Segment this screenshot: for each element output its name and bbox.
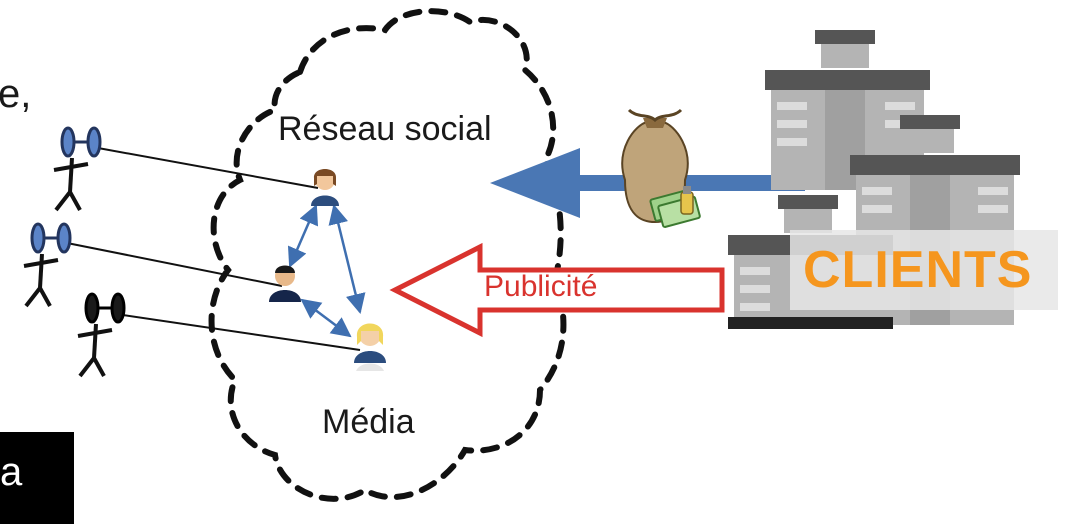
stick-figure-binoculars-icon (23, 222, 72, 308)
stick-figure-binoculars-icon (53, 126, 102, 212)
blonde-woman-avatar-icon (354, 323, 386, 371)
corner-partial-text: a (0, 450, 23, 494)
woman-avatar-icon (311, 169, 339, 206)
money-bag-icon (621, 108, 701, 228)
corner-black-panel (0, 432, 74, 524)
profile-arrow-2 (328, 204, 366, 314)
social-network-label: Réseau social (278, 110, 492, 148)
clients-label: CLIENTS (803, 241, 1033, 299)
clients-label-background (790, 230, 1058, 310)
man-avatar-icon (269, 265, 301, 302)
connection-line-3 (115, 313, 361, 351)
stick-figure-binoculars-icon (77, 292, 126, 378)
connection-line-1 (97, 147, 319, 189)
profile-arrow-1 (287, 204, 319, 268)
profile-arrow-3 (300, 298, 352, 338)
partial-left-text: e, (0, 72, 32, 116)
connection-line-2 (61, 241, 283, 287)
advertising-label: Publicité (484, 270, 598, 303)
advertising-arrow (389, 242, 725, 338)
media-label: Média (322, 403, 415, 441)
